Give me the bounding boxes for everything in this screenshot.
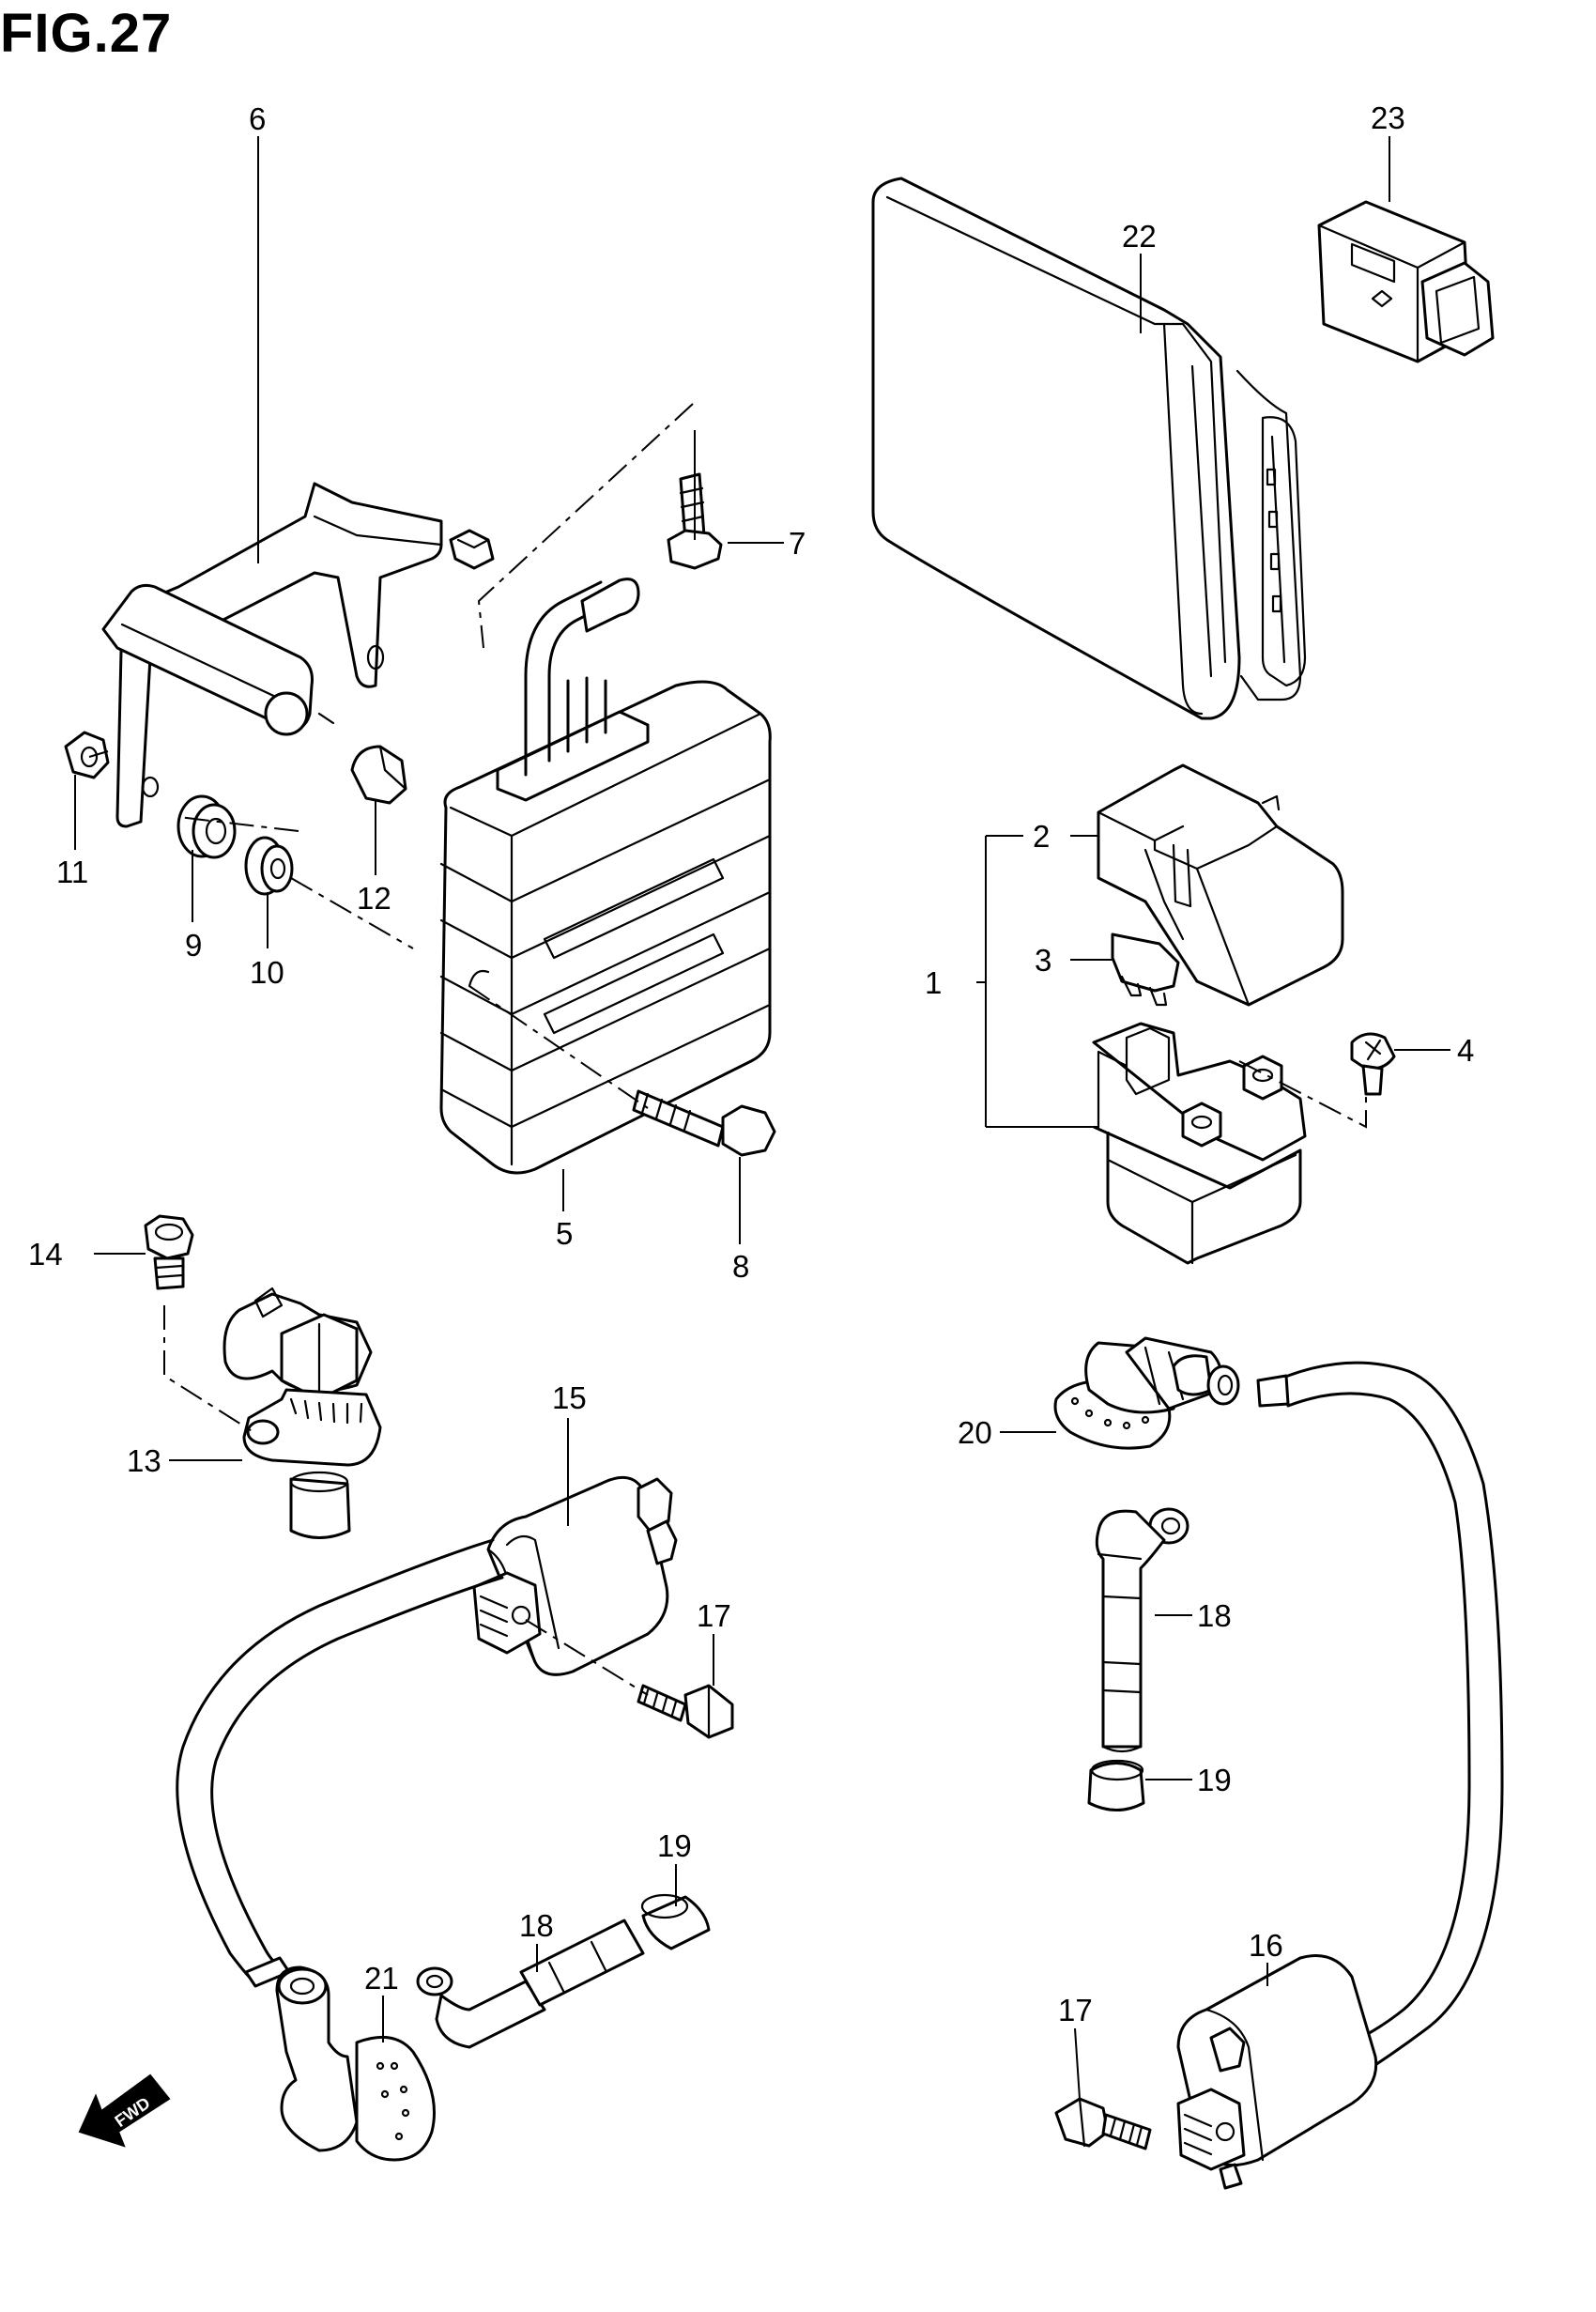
callout-18-lower: 18 [519, 1908, 554, 1943]
ecm-unit[interactable] [871, 177, 1307, 720]
bolt-17-lower[interactable] [1054, 2097, 1152, 2150]
leader-lines [74, 136, 1450, 2100]
bracket-6[interactable] [101, 482, 495, 828]
relay-cover-2[interactable] [1097, 763, 1344, 1007]
callout-19-right: 19 [1197, 1763, 1232, 1797]
figure-title: FIG.27 [0, 3, 173, 64]
plug-cap-20[interactable] [1053, 1336, 1240, 1450]
forward-arrow-icon [78, 2073, 171, 2148]
callout-21: 21 [364, 1961, 399, 1996]
cap-19-lower[interactable] [640, 1893, 711, 1950]
callout-8: 8 [732, 1249, 749, 1284]
callout-2: 2 [1033, 819, 1050, 854]
collar-10[interactable] [244, 836, 294, 896]
bolt-7[interactable] [667, 472, 723, 570]
ignition-coil-16[interactable] [1176, 1361, 1504, 2190]
bolt-14[interactable] [144, 1214, 194, 1290]
callout-18-right: 18 [1197, 1598, 1232, 1633]
callout-4: 4 [1457, 1033, 1474, 1068]
callout-labels: 1 2 3 4 5 6 7 8 9 10 11 12 13 14 15 16 1… [28, 100, 1474, 2131]
callout-17-lower: 17 [1058, 1993, 1093, 2027]
callout-13: 13 [127, 1443, 161, 1478]
callout-9: 9 [185, 928, 202, 963]
callout-14: 14 [28, 1237, 63, 1272]
fuse-3[interactable] [1111, 933, 1180, 1007]
callout-10: 10 [250, 955, 284, 990]
callout-6: 6 [249, 101, 266, 136]
plug-cap-21[interactable] [275, 1965, 436, 2162]
plug-lead-18-lower[interactable] [416, 1919, 645, 2049]
callout-20: 20 [958, 1415, 992, 1450]
bolt-8[interactable] [632, 1089, 776, 1157]
starter-relay-body[interactable] [1092, 1022, 1307, 1265]
regulator-rectifier[interactable] [439, 578, 772, 1175]
screw-4[interactable] [1350, 1032, 1396, 1096]
callout-7: 7 [789, 526, 806, 561]
sensor-13[interactable] [223, 1287, 382, 1539]
plug-lead-18-right[interactable] [1095, 1507, 1189, 1753]
callout-1: 1 [925, 965, 942, 1000]
callout-3: 3 [1035, 943, 1051, 978]
bolt-17-upper[interactable] [637, 1684, 734, 1739]
cap-19-right[interactable] [1087, 1759, 1145, 1811]
callout-17-upper: 17 [697, 1598, 731, 1633]
callout-16: 16 [1249, 1928, 1283, 1963]
callout-22: 22 [1122, 219, 1157, 254]
nut-11[interactable] [64, 731, 110, 779]
callout-15: 15 [552, 1380, 587, 1415]
fwd-marker [78, 2073, 171, 2148]
callout-11: 11 [56, 855, 88, 889]
ignition-coil-15[interactable] [176, 1475, 678, 1988]
callout-23: 23 [1371, 100, 1405, 135]
callout-5: 5 [556, 1216, 573, 1251]
callout-19-lower: 19 [657, 1828, 692, 1863]
cap-nut-12[interactable] [350, 745, 407, 805]
relay-23[interactable] [1317, 200, 1495, 363]
callout-12: 12 [357, 881, 391, 916]
grommet-9[interactable] [176, 794, 237, 859]
